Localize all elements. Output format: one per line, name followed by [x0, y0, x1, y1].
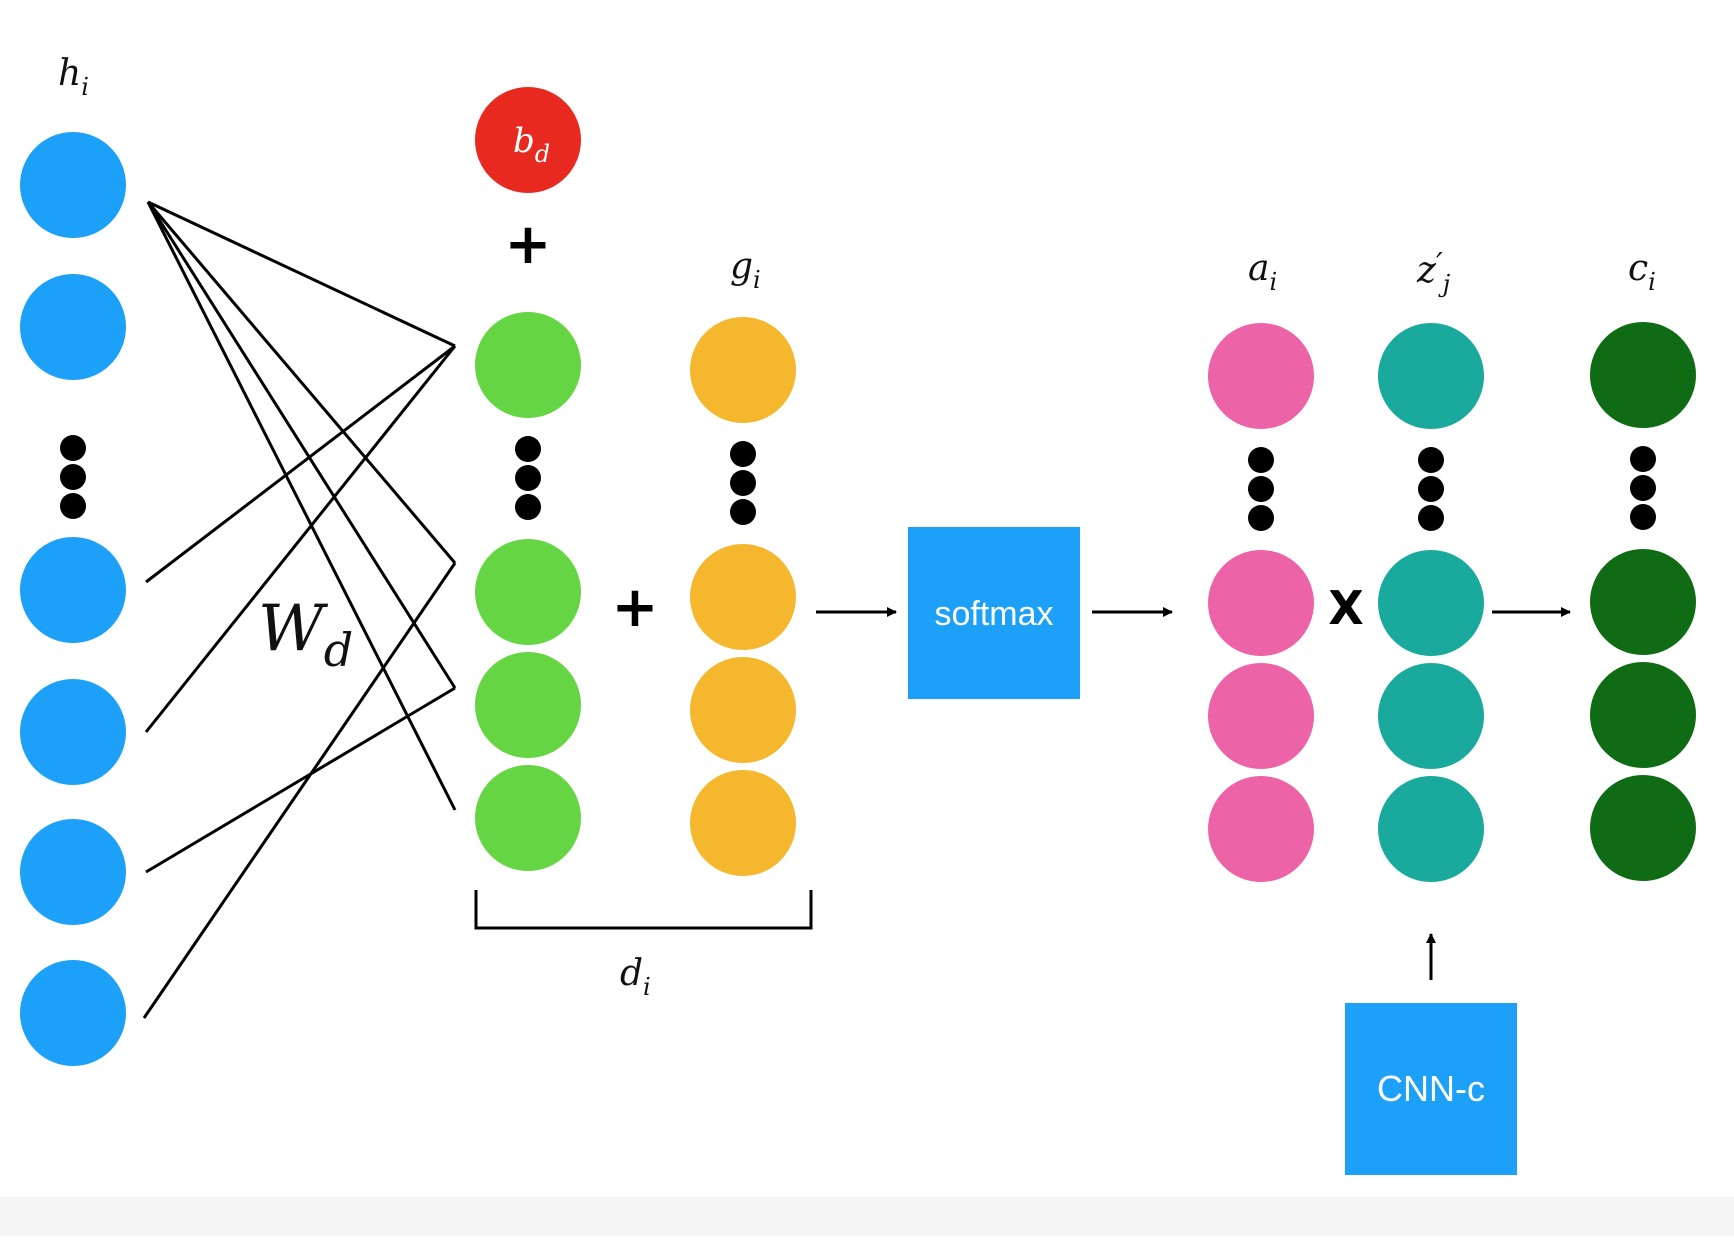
plus-operator-top: + [505, 212, 552, 277]
h-node [20, 819, 126, 925]
c-label: ci [1628, 248, 1656, 296]
z-node [1378, 323, 1484, 429]
ellipsis-dot [1248, 476, 1274, 502]
d-node [475, 539, 581, 645]
ellipsis-dot [1418, 447, 1444, 473]
z-node [1378, 550, 1484, 656]
ellipsis-dot [60, 493, 86, 519]
ellipsis-dot [60, 435, 86, 461]
g-label: gi [730, 246, 761, 294]
multiply-operator: X [1328, 581, 1363, 635]
d-node [475, 312, 581, 418]
g-node [690, 317, 796, 423]
a-node [1208, 550, 1314, 656]
ellipsis-dot [60, 464, 86, 490]
c-node [1590, 662, 1696, 768]
w-label: Wd [258, 592, 353, 677]
d-label: di [620, 953, 651, 1001]
a-node [1208, 663, 1314, 769]
ellipsis-dot [515, 494, 541, 520]
g-node [690, 657, 796, 763]
ellipsis-dot [1630, 475, 1656, 501]
ellipsis-dot [1248, 505, 1274, 531]
z-node [1378, 663, 1484, 769]
h-label: hi [58, 53, 89, 101]
d-bracket [474, 890, 813, 930]
bottom-margin-band [0, 1197, 1734, 1236]
ellipsis-dot [730, 499, 756, 525]
z-label: z′j [1416, 247, 1451, 298]
g-node [690, 770, 796, 876]
d-node [475, 765, 581, 871]
b-label: bd [513, 121, 550, 168]
a-label: ai [1248, 248, 1277, 296]
ellipsis-dot [1630, 446, 1656, 472]
ellipsis-dot [730, 470, 756, 496]
b-node [475, 87, 581, 193]
ellipsis-dot [1248, 447, 1274, 473]
ellipsis-dot [1630, 504, 1656, 530]
ellipsis-dot [515, 465, 541, 491]
c-column [1590, 322, 1696, 881]
c-node [1590, 549, 1696, 655]
d-node [475, 652, 581, 758]
g-node [690, 544, 796, 650]
z-node [1378, 776, 1484, 882]
softmax-label: softmax [934, 595, 1053, 633]
ellipsis-dot [730, 441, 756, 467]
cnn-box [1345, 1003, 1517, 1175]
h-node [20, 679, 126, 785]
c-node [1590, 775, 1696, 881]
a-node [1208, 776, 1314, 882]
ellipsis-dot [1418, 505, 1444, 531]
a-node [1208, 323, 1314, 429]
weight-connections [142, 200, 457, 1019]
cnn-label: CNN-c [1377, 1068, 1485, 1109]
h-node [20, 132, 126, 238]
d-column [475, 312, 581, 871]
h-node [20, 960, 126, 1066]
plus-operator-mid: + [612, 575, 659, 640]
softmax-box [908, 527, 1080, 699]
c-node [1590, 322, 1696, 428]
ellipsis-dot [1418, 476, 1444, 502]
h-node [20, 274, 126, 380]
g-column [690, 317, 796, 876]
z-column [1378, 323, 1484, 882]
a-column [1208, 323, 1314, 882]
ellipsis-dot [515, 436, 541, 462]
h-node [20, 537, 126, 643]
h-column [20, 132, 126, 1066]
